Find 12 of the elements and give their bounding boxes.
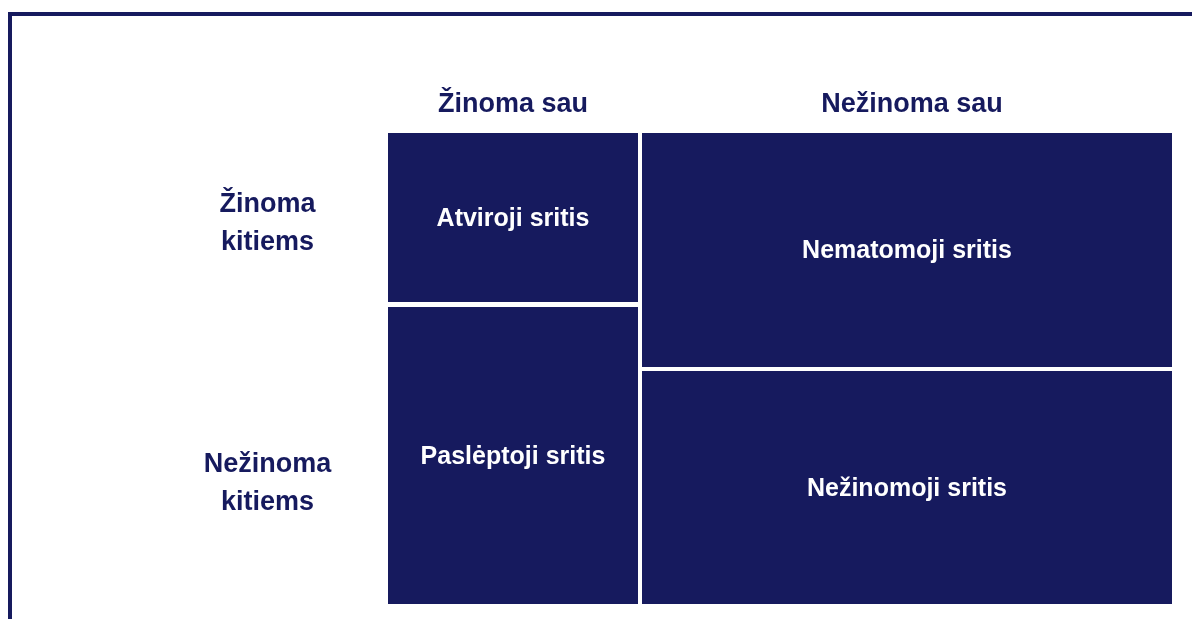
quadrant-box [388, 307, 638, 604]
quadrant-title: Atviroji sritis [436, 201, 590, 233]
row-header: Nežinoma kitiems [202, 447, 333, 518]
column-header: Nežinoma sau [821, 87, 1003, 120]
quadrant-box [388, 133, 638, 302]
row-header: Žinoma kitiems [218, 186, 317, 258]
quadrant-title: Paslėptoji sritis [420, 439, 606, 471]
quadrant-title: Nematomoji sritis [802, 234, 1012, 266]
quadrant-box [642, 371, 1172, 604]
quadrant-title: Nežinomoji sritis [806, 471, 1007, 503]
column-header: Žinoma sau [438, 86, 588, 120]
quadrant-box [642, 133, 1172, 367]
